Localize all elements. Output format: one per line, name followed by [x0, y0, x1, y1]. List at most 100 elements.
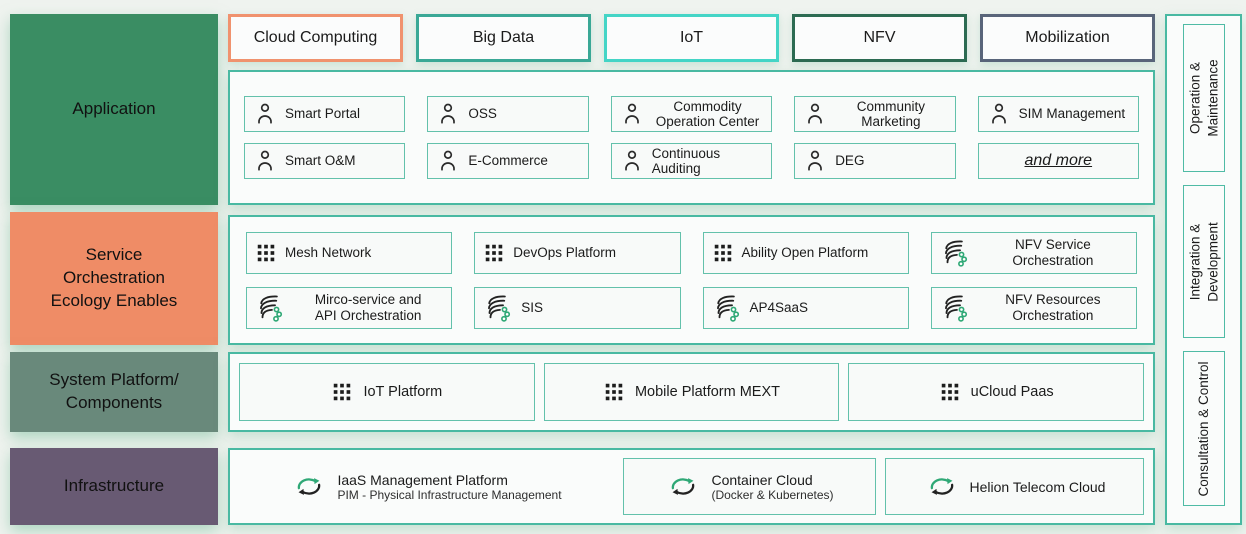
- item-label: SIS: [521, 299, 544, 315]
- infrastructure-section: IaaS Management Platform PIM - Physical …: [228, 448, 1155, 525]
- orchestration-icon: [483, 293, 513, 323]
- infra-item-helion-telecom-cloud: Helion Telecom Cloud: [885, 458, 1144, 515]
- tech-box-iot: IoT: [604, 14, 779, 62]
- rail-box-operation-maintenance: Operation & Maintenance: [1182, 24, 1225, 172]
- sys-item-mobile-platform-mext: Mobile Platform MEXT: [543, 363, 840, 421]
- tech-label: Mobilization: [1025, 29, 1110, 46]
- layer-label-text: Infrastructure: [63, 476, 165, 496]
- item-label: AP4SaaS: [749, 299, 809, 315]
- item-label: OSS: [468, 106, 497, 122]
- person-icon: [436, 149, 460, 173]
- tech-label: Cloud Computing: [253, 29, 378, 46]
- item-label: E-Commerce: [468, 153, 548, 169]
- system-platform-section: IoT Platform Mobile Platform MEXT uCloud…: [228, 352, 1155, 432]
- item-label: and more: [1024, 152, 1093, 170]
- item-label: Commodity Operation Center: [655, 98, 760, 129]
- item-label: Smart Portal: [285, 106, 361, 122]
- tech-label: NFV: [863, 29, 896, 46]
- tech-box-mobilization: Mobilization: [980, 14, 1155, 62]
- layer-label-infrastructure: Infrastructure: [10, 448, 218, 525]
- tech-label: IoT: [679, 29, 704, 46]
- cloud-sync-icon: [924, 473, 960, 500]
- app-item-commodity-operation-center: Commodity Operation Center: [610, 96, 773, 132]
- app-item-community-marketing: Community Marketing: [794, 96, 956, 132]
- item-label: IaaS Management Platform: [337, 471, 508, 488]
- grid-icon: [603, 381, 625, 403]
- item-label: Helion Telecom Cloud: [969, 478, 1106, 495]
- tech-label: Big Data: [472, 29, 535, 46]
- orchestration-icon: [940, 293, 970, 323]
- infra-item-container-cloud: Container Cloud (Docker & Kubernetes): [623, 458, 876, 515]
- sys-item-iot-platform: IoT Platform: [239, 363, 535, 421]
- item-sublabel: (Docker & Kubernetes): [711, 487, 834, 502]
- item-label: Container Cloud: [711, 471, 813, 488]
- person-icon: [987, 102, 1011, 126]
- grid-icon: [712, 242, 734, 264]
- item-label: DEG: [835, 153, 865, 169]
- grid-icon: [939, 381, 961, 403]
- rail-label: Consultation & Control: [1195, 360, 1211, 497]
- rail-box-consultation-control: Consultation & Control: [1182, 351, 1225, 506]
- layer-label-system-platform: System Platform/ Components: [10, 352, 218, 432]
- app-item-e-commerce: E-Commerce: [427, 143, 589, 179]
- grid-icon: [255, 242, 277, 264]
- item-label: DevOps Platform: [513, 244, 617, 260]
- svc-item-ability-open-platform: Ability Open Platform: [702, 231, 909, 274]
- item-label: SIM Management: [1018, 106, 1126, 122]
- infra-item-text: Container Cloud (Docker & Kubernetes): [711, 472, 833, 502]
- app-item-smart-oandm: Smart O&M: [244, 143, 406, 179]
- person-icon: [620, 149, 644, 173]
- item-label: NFV Resources Orchestration: [1005, 292, 1101, 323]
- right-rail: Operation & Maintenance Integration & De…: [1165, 14, 1242, 525]
- layer-label-service-orchestration: Service Orchestration Ecology Enables: [10, 212, 218, 345]
- infra-item-text: IaaS Management Platform PIM - Physical …: [337, 472, 561, 502]
- layer-label-application: Application: [10, 14, 218, 205]
- app-item-and-more: and more: [977, 143, 1139, 179]
- rail-label: Integration & Development: [1186, 221, 1220, 302]
- svc-item-ap4saas: AP4SaaS: [702, 286, 909, 329]
- app-item-sim-management: SIM Management: [977, 96, 1139, 132]
- technology-row: Cloud Computing Big Data IoT NFV Mobiliz…: [228, 14, 1155, 62]
- tech-box-cloud-computing: Cloud Computing: [228, 14, 403, 62]
- layer-label-text: Service Orchestration Ecology Enables: [50, 245, 178, 310]
- item-label: Smart O&M: [285, 153, 356, 169]
- svc-item-sis: SIS: [474, 286, 681, 329]
- item-label: IoT Platform: [363, 384, 443, 400]
- rail-box-integration-development: Integration & Development: [1182, 185, 1225, 338]
- item-label: Ability Open Platform: [741, 244, 869, 260]
- svc-item-devops-platform: DevOps Platform: [474, 231, 681, 274]
- person-icon: [803, 102, 827, 126]
- person-icon: [620, 102, 644, 126]
- person-icon: [253, 102, 277, 126]
- svc-item-mesh-network: Mesh Network: [246, 231, 453, 274]
- sys-item-ucloud-paas: uCloud Paas: [848, 363, 1144, 421]
- tech-box-nfv: NFV: [792, 14, 967, 62]
- item-label: uCloud Paas: [970, 384, 1054, 400]
- infra-item-text: Helion Telecom Cloud: [970, 479, 1106, 495]
- grid-icon: [483, 242, 505, 264]
- item-label: NFV Service Orchestration: [1012, 237, 1094, 268]
- item-label: Mesh Network: [285, 244, 372, 260]
- layer-label-text: Application: [72, 99, 156, 119]
- item-label: Continuous Auditing: [651, 145, 721, 176]
- person-icon: [436, 102, 460, 126]
- app-item-continuous-auditing: Continuous Auditing: [610, 143, 773, 179]
- cloud-sync-icon: [665, 473, 701, 500]
- person-icon: [803, 149, 827, 173]
- app-item-deg: DEG: [794, 143, 956, 179]
- svc-item-mirco-service-api-orchestration: Mirco-service and API Orchestration: [246, 286, 453, 329]
- app-item-oss: OSS: [427, 96, 589, 132]
- person-icon: [253, 149, 277, 173]
- svc-item-nfv-service-orchestration: NFV Service Orchestration: [930, 231, 1137, 274]
- item-label: Community Marketing: [856, 98, 926, 129]
- grid-icon: [331, 381, 353, 403]
- item-sublabel: PIM - Physical Infrastructure Management: [337, 487, 562, 502]
- item-label: Mobile Platform MEXT: [634, 384, 781, 400]
- application-section: Smart Portal OSS Commodity Operation Cen…: [228, 70, 1155, 205]
- orchestration-icon: [712, 293, 742, 323]
- rail-label: Operation & Maintenance: [1186, 59, 1220, 137]
- service-orchestration-section: Mesh Network DevOps Platform Ability Ope…: [228, 215, 1155, 345]
- app-item-smart-portal: Smart Portal: [244, 96, 406, 132]
- cloud-sync-icon: [291, 473, 327, 500]
